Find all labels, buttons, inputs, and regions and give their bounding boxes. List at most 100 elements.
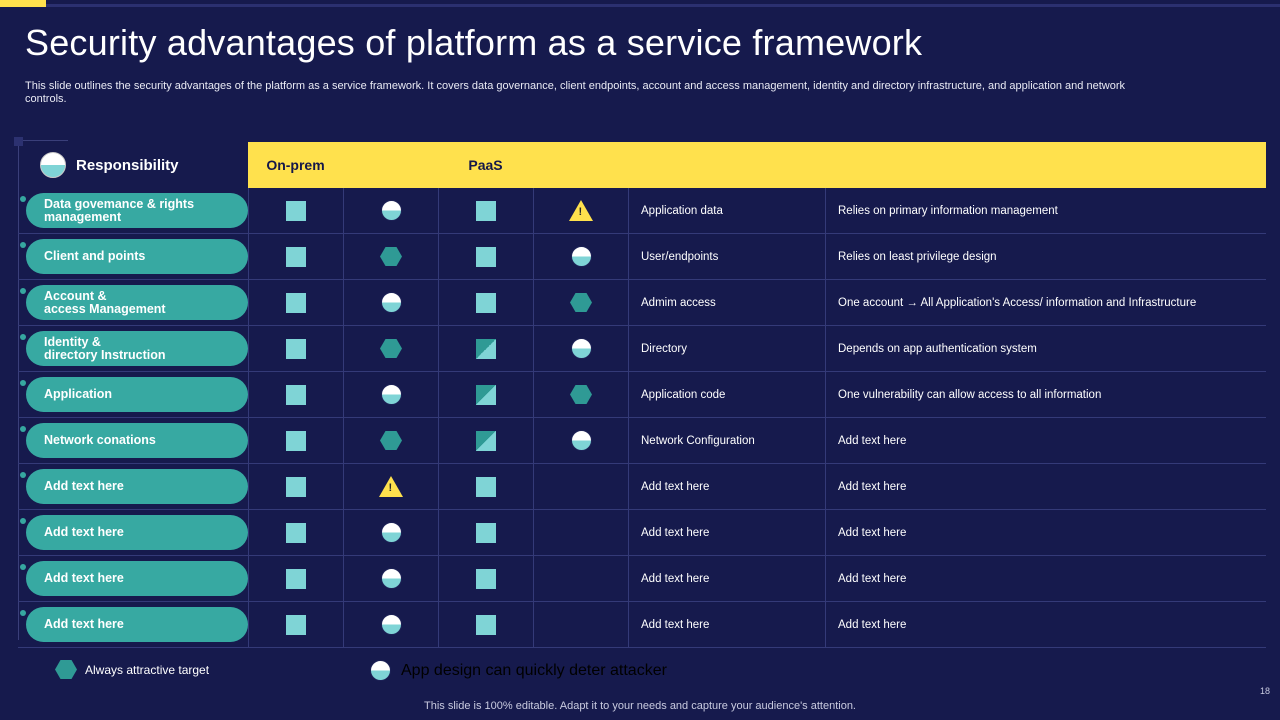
cell-onprem — [248, 280, 343, 325]
rail-dot — [20, 196, 26, 202]
half-circle-icon — [380, 200, 402, 221]
half-circle-icon — [370, 660, 391, 681]
responsibility-pill[interactable]: Add text here — [26, 469, 248, 504]
cell-onprem — [248, 602, 343, 647]
half-circle-icon — [380, 522, 402, 543]
square-diagonal-icon — [476, 384, 496, 405]
rail-dot — [20, 288, 26, 294]
warning-triangle-icon — [379, 476, 403, 497]
responsibility-pill[interactable]: Add text here — [26, 515, 248, 550]
responsibility-pill[interactable]: Add text here — [26, 607, 248, 642]
square-icon — [286, 200, 306, 221]
square-icon — [476, 568, 496, 589]
page-subtitle: This slide outlines the security advanta… — [25, 80, 1125, 105]
row-label-cell: Application — [18, 372, 248, 417]
cell-item: Add text here — [628, 602, 825, 647]
rail-dot — [20, 334, 26, 340]
page-number: 18 — [1259, 686, 1270, 696]
square-icon — [286, 522, 306, 543]
hexagon-icon — [570, 293, 592, 312]
hexagon-icon — [380, 247, 402, 266]
row-label-cell: Add text here — [18, 602, 248, 647]
responsibility-pill[interactable]: Identity &directory Instruction — [26, 331, 248, 366]
cell-column-2 — [343, 510, 438, 555]
rail-dot — [20, 380, 26, 386]
square-icon — [476, 614, 496, 635]
square-icon — [286, 614, 306, 635]
responsibility-pill-label: Add text here — [44, 617, 124, 631]
half-circle-icon — [570, 430, 592, 451]
cell-column-4 — [533, 234, 628, 279]
cell-note: Add text here — [825, 602, 1266, 647]
cell-onprem — [248, 326, 343, 371]
row-label-cell: Network conations — [18, 418, 248, 463]
cell-paas — [438, 602, 533, 647]
cell-item: Application data — [628, 188, 825, 233]
square-icon — [286, 338, 306, 359]
square-icon — [286, 384, 306, 405]
legend-label-2: App design can quickly deter attacker — [401, 661, 667, 679]
table-row: Data govemance & rights management Applic… — [18, 188, 1266, 234]
cell-note: Add text here — [825, 418, 1266, 463]
cell-column-4 — [533, 602, 628, 647]
rail-dot — [20, 564, 26, 570]
cell-column-2 — [343, 326, 438, 371]
responsibility-header-label: Responsibility — [76, 156, 179, 174]
square-icon — [286, 476, 306, 497]
cell-onprem — [248, 556, 343, 601]
rail-dot — [20, 518, 26, 524]
half-circle-icon — [380, 292, 402, 313]
rail-header-line — [18, 140, 68, 141]
cell-item: User/endpoints — [628, 234, 825, 279]
column-header-blank-1 — [343, 142, 438, 188]
cell-column-4 — [533, 372, 628, 417]
row-label-cell: Add text here — [18, 510, 248, 555]
cell-paas — [438, 326, 533, 371]
half-circle-icon — [570, 338, 592, 359]
top-divider-line — [46, 4, 1280, 7]
responsibility-pill[interactable]: Client and points — [26, 239, 248, 274]
responsibility-pill[interactable]: Account &access Management — [26, 285, 248, 320]
cell-paas — [438, 464, 533, 509]
cell-onprem — [248, 188, 343, 233]
responsibility-table: Responsibility On-prem PaaS Data goveman… — [18, 142, 1266, 648]
cell-column-2 — [343, 556, 438, 601]
square-icon — [476, 476, 496, 497]
cell-note: Relies on primary information management — [825, 188, 1266, 233]
rail-dot — [20, 242, 26, 248]
responsibility-pill[interactable]: Add text here — [26, 561, 248, 596]
hexagon-icon — [55, 660, 77, 679]
responsibility-pill[interactable]: Network conations — [26, 423, 248, 458]
row-label-cell: Client and points — [18, 234, 248, 279]
responsibility-pill[interactable]: Application — [26, 377, 248, 412]
rail-tick — [14, 137, 23, 146]
rail-dot — [20, 472, 26, 478]
cell-onprem — [248, 418, 343, 463]
left-rail — [18, 140, 19, 640]
warning-triangle-icon — [569, 200, 593, 221]
cell-column-2 — [343, 418, 438, 463]
cell-column-2 — [343, 280, 438, 325]
cell-paas — [438, 556, 533, 601]
responsibility-pill-label: Add text here — [44, 571, 124, 585]
cell-note: One vulnerability can allow access to al… — [825, 372, 1266, 417]
cell-onprem — [248, 510, 343, 555]
footer-note: This slide is 100% editable. Adapt it to… — [424, 700, 856, 712]
cell-note: Add text here — [825, 556, 1266, 601]
square-icon — [476, 246, 496, 267]
cell-column-2 — [343, 188, 438, 233]
responsibility-pill[interactable]: Data govemance & rights management — [26, 193, 248, 228]
cell-column-4 — [533, 280, 628, 325]
square-icon — [476, 522, 496, 543]
cell-column-4 — [533, 418, 628, 463]
table-header-row: Responsibility On-prem PaaS — [18, 142, 1266, 188]
cell-onprem — [248, 234, 343, 279]
responsibility-pill-label: Application — [44, 387, 113, 401]
legend-always-attractive-target: Always attractive target — [55, 660, 209, 679]
